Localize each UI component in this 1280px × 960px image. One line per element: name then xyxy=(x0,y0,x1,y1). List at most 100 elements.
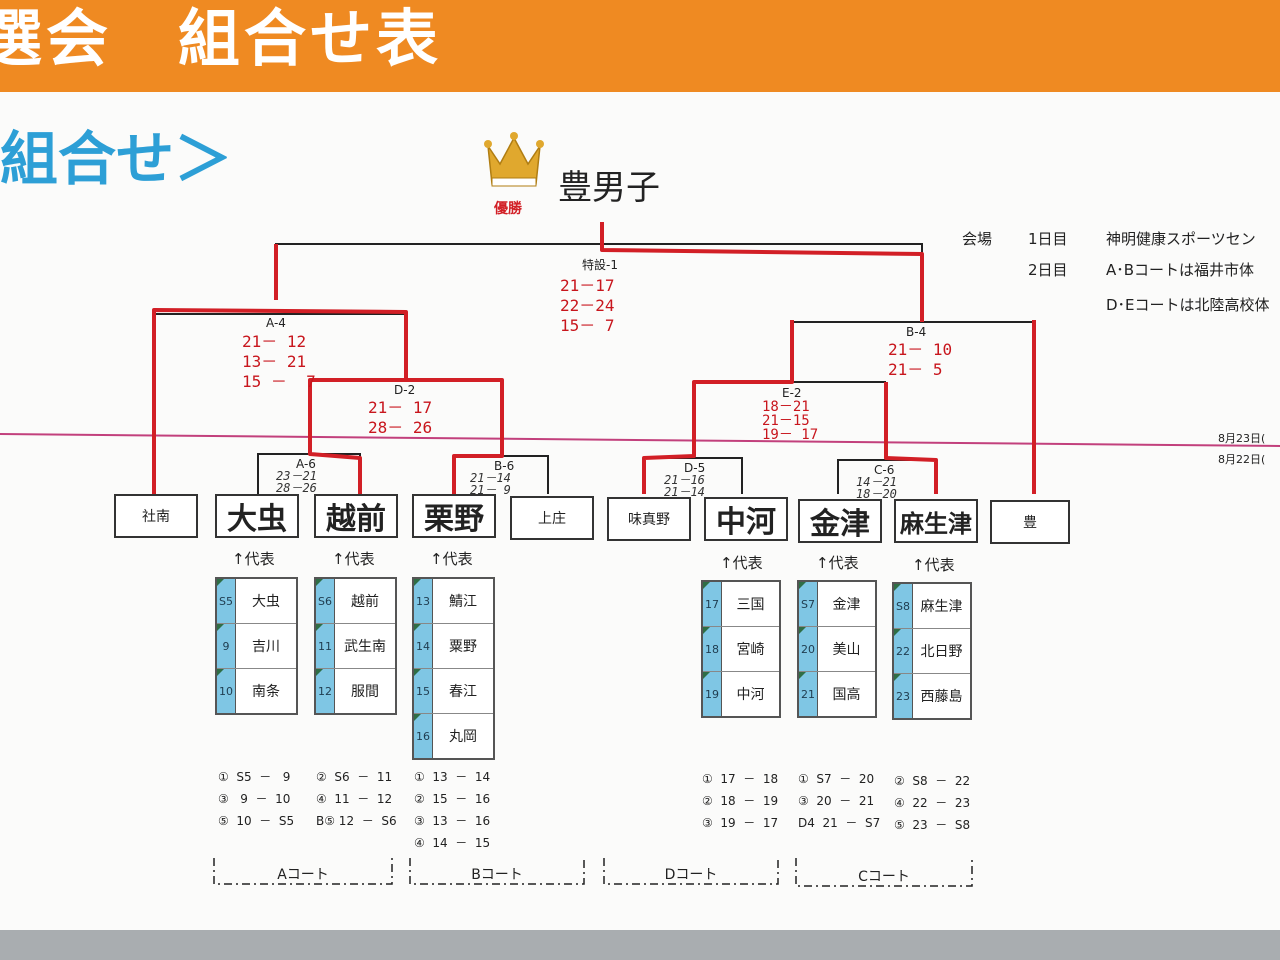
venue-day1-place: 神明健康スポーツセン xyxy=(1106,230,1256,248)
champion-name: 豊男子 xyxy=(558,168,660,208)
floor xyxy=(0,930,1280,960)
venue-label: 会場 xyxy=(962,230,993,248)
list-item: 19 中河 xyxy=(703,672,779,716)
rep-label: ↑代表 xyxy=(332,550,375,568)
seed-number: 19 xyxy=(703,672,722,716)
team-name: 西藤島 xyxy=(920,689,963,705)
list-item: 21 国高 xyxy=(799,672,875,716)
team-box: 味真野 xyxy=(607,497,691,541)
team-box: 社南 xyxy=(114,494,198,538)
team-name: 越前 xyxy=(351,594,379,610)
team-name: 麻生津 xyxy=(920,599,963,615)
match-e2-score: 18－21 21－15 19－ 17 xyxy=(762,399,819,443)
final-label: 特設-1 xyxy=(582,258,618,272)
seed-number: 18 xyxy=(703,627,722,671)
team-name: 国高 xyxy=(832,687,861,703)
schedule-d: ① 17 － 18 ② 18 － 19 ③ 19 － 17 xyxy=(702,772,779,830)
schedule-b: ① 13 － 14 ② 15 － 16 ③ 13 － 16 ④ 14 － 15 xyxy=(414,770,491,850)
list-item: 18 宮崎 xyxy=(703,627,779,672)
seed-number: 22 xyxy=(894,629,913,673)
team-name: 北日野 xyxy=(920,644,963,660)
team-name: 吉川 xyxy=(252,639,280,655)
match-d2-score: 21－ 17 28－ 26 xyxy=(368,398,433,437)
venue-day2-place-de: D･Eコートは北陸高校体 xyxy=(1106,296,1270,314)
court-label-d: Dコート xyxy=(664,867,718,883)
team-box: 越前 xyxy=(314,494,398,538)
venue-day1: 1日目 xyxy=(1028,230,1068,248)
court-label-a: Aコート xyxy=(277,867,329,883)
date-day1: 8月22日( xyxy=(1218,453,1266,466)
schedule-a: ① S5 － 9 ③ 9 － 10 ⑤ 10 － S5 xyxy=(218,770,295,828)
rep-label: ↑代表 xyxy=(816,554,859,572)
match-d2-label: D-2 xyxy=(394,383,416,397)
seed-number: 17 xyxy=(703,582,722,626)
rep-label: ↑代表 xyxy=(232,550,275,568)
list-item: 22 北日野 xyxy=(894,629,970,674)
list-item: 10 南条 xyxy=(217,669,296,713)
match-b4-label: B-4 xyxy=(906,325,927,339)
match-a4-label: A-4 xyxy=(266,316,286,330)
court-label-b: Bコート xyxy=(471,867,523,883)
list-item: 23 西藤島 xyxy=(894,674,970,718)
seed-number: S5 xyxy=(217,579,236,623)
seed-number: 15 xyxy=(414,669,433,713)
rep-label: ↑代表 xyxy=(430,550,473,568)
court-label-c: Cコート xyxy=(858,869,910,885)
match-b4-score: 21－ 10 21－ 5 xyxy=(888,340,953,379)
seed-number: 21 xyxy=(799,672,818,716)
match-d5-label: D-5 xyxy=(684,461,706,475)
schedule-c2: ② S8 － 22 ④ 22 － 23 ⑤ 23 － S8 xyxy=(894,774,971,832)
list-item: 17 三国 xyxy=(703,582,779,627)
rep-label: ↑代表 xyxy=(720,554,763,572)
match-a4-score: 21－ 12 13－ 21 15 － 7 xyxy=(242,332,316,391)
team-name: 鯖江 xyxy=(449,594,477,610)
seed-number: S7 xyxy=(799,582,818,626)
section-title: 組合せ＞ xyxy=(0,125,233,193)
venue-day2-place-ab: A･Bコートは福井市体 xyxy=(1106,261,1255,279)
group-list-d: 17 三国 18 宮崎 19 中河 xyxy=(701,580,781,718)
team-name: 服間 xyxy=(351,684,379,700)
match-a6-score: 23－21 28－26 xyxy=(276,469,317,495)
list-item: 9 吉川 xyxy=(217,624,296,669)
schedule-a2: ② S6 － 11 ④ 11 － 12 B⑤ 12 － S6 xyxy=(316,770,397,828)
match-d5-score: 21－16 21－14 xyxy=(664,473,705,499)
team-name: 中河 xyxy=(736,687,765,703)
match-c6-label: C-6 xyxy=(874,463,895,477)
seed-number: 11 xyxy=(316,624,335,668)
seed-number: 23 xyxy=(894,674,913,718)
team-box: 上庄 xyxy=(510,496,594,540)
team-box: 大虫 xyxy=(215,494,299,538)
seed-number: 10 xyxy=(217,669,236,713)
team-box: 中河 xyxy=(704,497,788,541)
seed-number: 12 xyxy=(316,669,335,713)
team-name: 南条 xyxy=(252,684,280,700)
seed-number: 14 xyxy=(414,624,433,668)
venue-day2: 2日目 xyxy=(1028,261,1068,279)
team-box: 麻生津 xyxy=(894,499,978,543)
team-name: 三国 xyxy=(736,597,765,613)
banner-title: 選会 組合せ表 xyxy=(0,2,443,75)
team-box: 金津 xyxy=(798,499,882,543)
seed-number: 16 xyxy=(414,714,433,758)
schedule-c: ① S7 － 20 ③ 20 － 21 D4 21 － S7 xyxy=(798,772,881,830)
list-item: S7 金津 xyxy=(799,582,875,627)
crown-label: 優勝 xyxy=(494,201,522,217)
seed-number: 9 xyxy=(217,624,236,668)
team-name: 金津 xyxy=(832,597,861,613)
team-name: 宮崎 xyxy=(736,642,765,658)
rep-label: ↑代表 xyxy=(912,556,955,574)
match-b6-label: B-6 xyxy=(494,459,515,473)
